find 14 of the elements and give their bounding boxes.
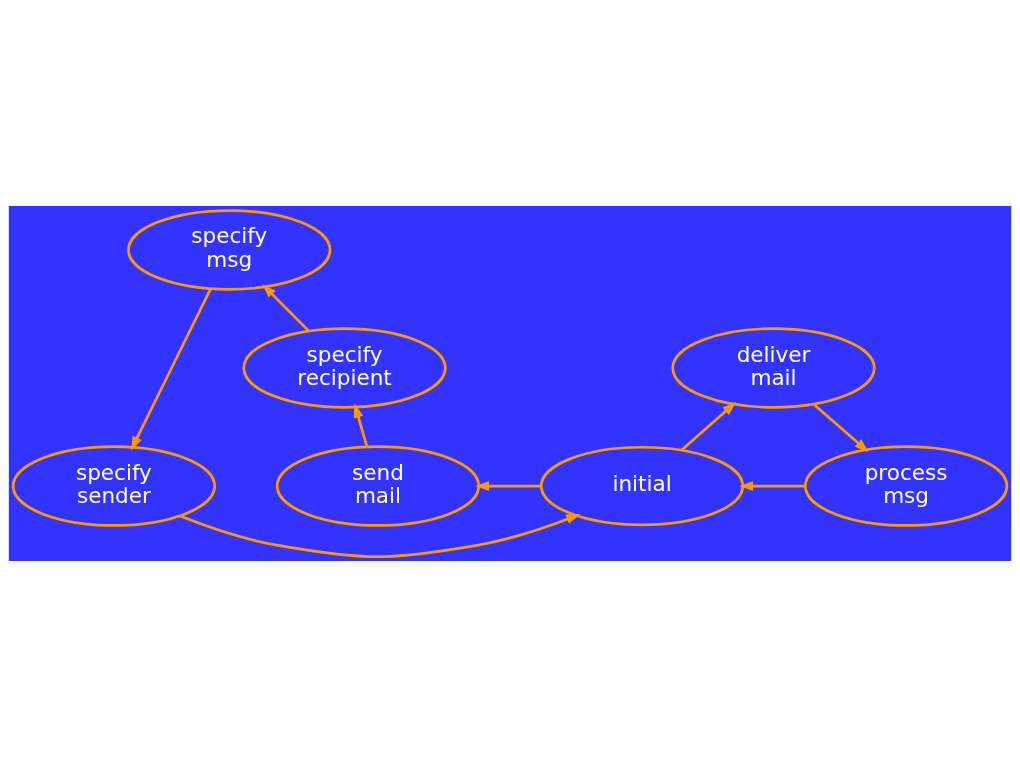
node-ellipse: specify recipient [242, 326, 447, 409]
arrow [739, 480, 806, 491]
arrow [179, 513, 581, 558]
node-ellipse: specify msg [127, 208, 332, 291]
arrow [130, 288, 212, 451]
arrow [262, 283, 310, 332]
arrow [475, 480, 542, 491]
arrow [353, 403, 369, 447]
arrow [813, 403, 869, 452]
node-ellipse: process msg [803, 444, 1009, 527]
node-ellipse: specify sender [11, 444, 217, 527]
node-ellipse: deliver mail [671, 326, 876, 409]
arrow [680, 401, 737, 451]
node-ellipse: send mail [275, 444, 481, 527]
